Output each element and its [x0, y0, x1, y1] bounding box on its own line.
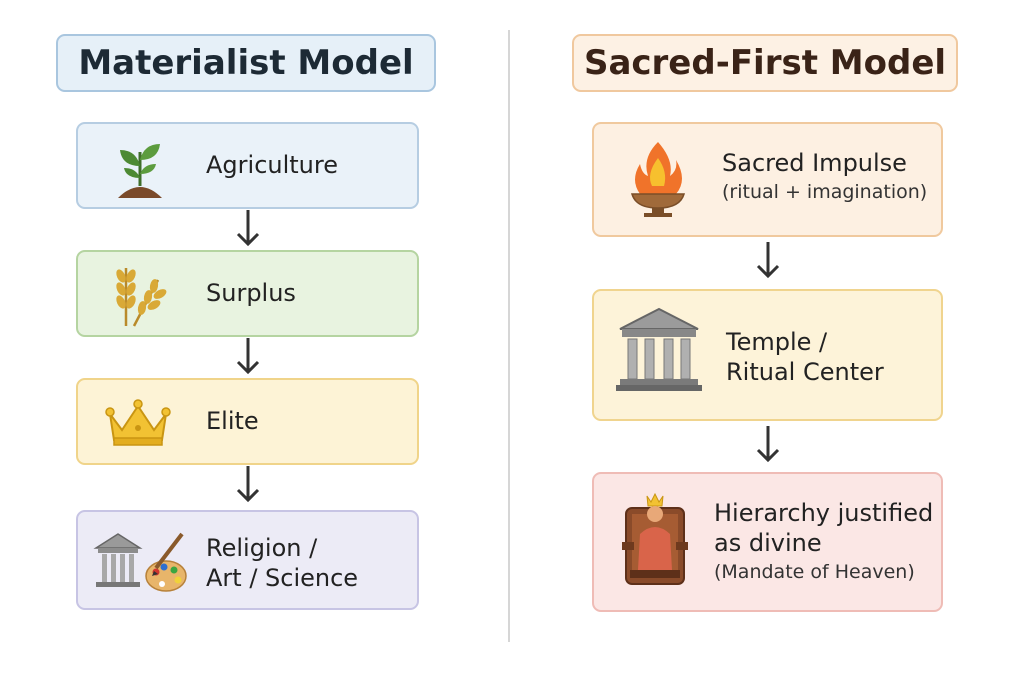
hierarchy-divine-step: Hierarchy justified as divine (Mandate o…	[592, 472, 943, 612]
wheat-icon	[108, 262, 168, 328]
arrow-down-icon	[756, 426, 780, 463]
sacred-impulse-step: Sacred Impulse (ritual + imagination)	[592, 122, 943, 237]
materialist-model-header: Materialist Model	[56, 34, 436, 92]
materialist-model-title: Materialist Model	[78, 43, 414, 83]
arrow-down-icon	[236, 210, 260, 247]
temple-ritual-center-label: Temple / Ritual Center	[726, 327, 884, 387]
art-science-line: Art / Science	[206, 564, 359, 592]
agriculture-label: Agriculture	[206, 151, 338, 179]
religion-art-science-step: Religion / Art / Science	[76, 510, 419, 610]
arrow-down-icon	[236, 466, 260, 503]
mandate-of-heaven-subtitle: (Mandate of Heaven)	[714, 561, 915, 583]
temple-line: Temple /	[726, 328, 828, 356]
temple-icon	[616, 305, 702, 395]
sacred-impulse-title: Sacred Impulse	[722, 149, 907, 177]
agriculture-step: Agriculture	[76, 122, 419, 209]
sacred-first-model-header: Sacred-First Model	[572, 34, 958, 92]
arrow-down-icon	[756, 242, 780, 279]
flame-brazier-icon	[630, 140, 686, 218]
temple-and-palette-icon	[92, 530, 192, 594]
religion-art-science-label: Religion / Art / Science	[206, 533, 358, 593]
center-divider	[508, 30, 510, 642]
ritual-center-line: Ritual Center	[726, 358, 884, 386]
hierarchy-divine-label: Hierarchy justified as divine (Mandate o…	[714, 498, 933, 586]
surplus-label: Surplus	[206, 279, 296, 307]
elite-step: Elite	[76, 378, 419, 465]
sacred-impulse-label: Sacred Impulse (ritual + imagination)	[722, 148, 927, 206]
religion-line: Religion /	[206, 534, 318, 562]
surplus-step: Surplus	[76, 250, 419, 337]
temple-ritual-center-step: Temple / Ritual Center	[592, 289, 943, 421]
sacred-impulse-subtitle: (ritual + imagination)	[722, 181, 928, 203]
crown-icon	[104, 396, 172, 448]
sacred-first-model-title: Sacred-First Model	[583, 43, 947, 83]
sprout-icon	[110, 132, 170, 200]
as-divine-line: as divine	[714, 529, 822, 557]
arrow-down-icon	[236, 338, 260, 375]
hierarchy-line: Hierarchy justified	[714, 499, 934, 527]
elite-label: Elite	[206, 407, 259, 435]
enthroned-king-icon	[620, 490, 690, 590]
